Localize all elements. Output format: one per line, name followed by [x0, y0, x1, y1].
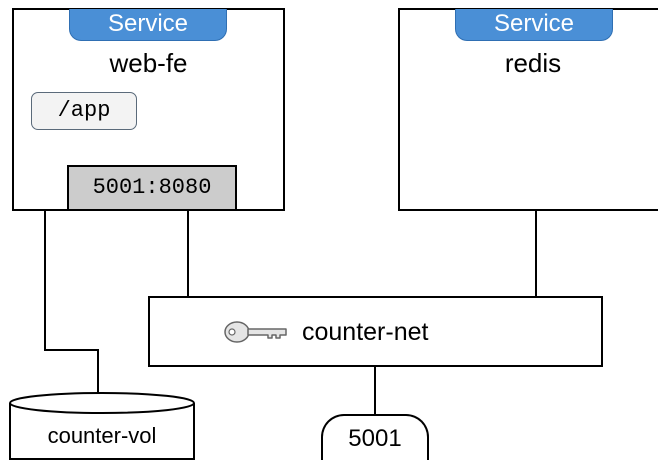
mount-path-app: /app: [31, 92, 137, 130]
volume-label: counter-vol: [47, 423, 157, 448]
service-badge-redis: Service: [455, 9, 613, 41]
port-mapping: 5001:8080: [67, 165, 237, 211]
network-box: [148, 296, 603, 367]
service-badge-web-fe: Service: [69, 9, 227, 41]
service-box-redis: [398, 8, 658, 211]
published-port: 5001: [321, 414, 429, 460]
service-name-web-fe: web-fe: [109, 48, 188, 78]
key-icon: [224, 321, 287, 343]
volume-link: [44, 128, 99, 395]
network-label: counter-net: [302, 318, 429, 346]
service-name-redis: redis: [504, 48, 562, 78]
